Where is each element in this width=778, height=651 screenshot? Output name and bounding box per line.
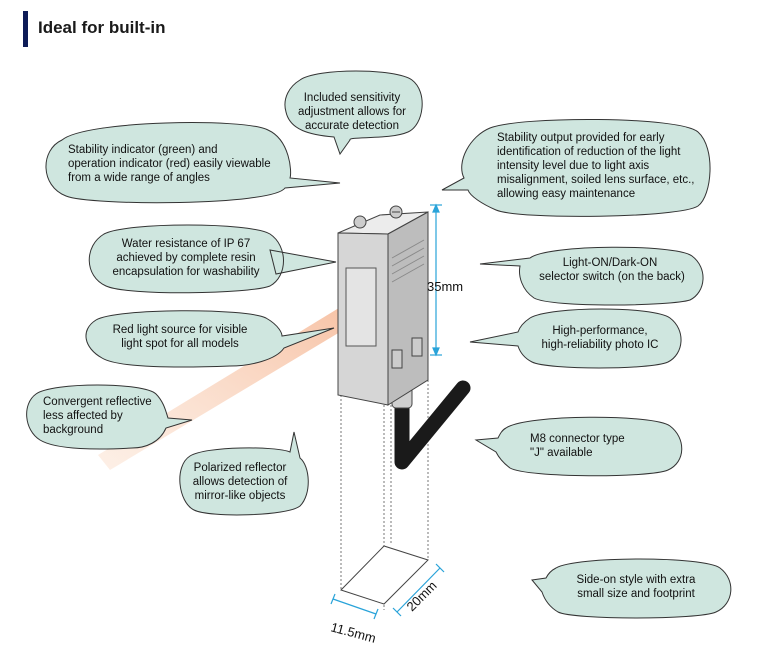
callout-water-resistance-line: achieved by complete resin — [116, 252, 255, 264]
callout-sensitivity-line: Included sensitivity — [304, 92, 401, 104]
callout-m8-connector-line: M8 connector type — [530, 433, 625, 445]
callout-convergent-line: background — [43, 424, 103, 436]
callout-side-on-line: small size and footprint — [577, 588, 695, 600]
callout-polarized: Polarized reflector allows detection of mi… — [179, 431, 309, 516]
svg-text:Stability indicator (green) an: Stability indicator (green) and operation… — [68, 144, 271, 184]
callout-sensitivity-line: accurate detection — [305, 120, 399, 132]
callout-m8-connector-line: "J" available — [530, 447, 593, 459]
callout-stability-indicator-line: from a wide range of angles — [68, 172, 210, 184]
callout-photo-ic-line: high-reliability photo IC — [542, 339, 659, 351]
width-label: 11.5mm — [329, 619, 377, 645]
callout-m8-connector: M8 connector type "J" available — [474, 416, 683, 477]
callout-water-resistance-line: encapsulation for washability — [112, 266, 259, 278]
callout-stability-indicator: Stability indicator (green) and operation… — [45, 122, 341, 204]
callout-selector-switch-line: selector switch (on the back) — [539, 271, 685, 283]
callout-selector-switch: Light-ON/Dark-ON selector switch (on the … — [479, 246, 704, 306]
svg-text:Stability output provided for: Stability output provided for early ident… — [497, 132, 695, 200]
sensor-body — [337, 205, 429, 406]
callout-convergent-line: Convergent reflective — [43, 396, 152, 408]
callout-side-on: Side-on style with extra small size and f… — [531, 558, 732, 619]
page-heading: Ideal for built-in — [38, 18, 166, 37]
callout-side-on-line: Side-on style with extra — [577, 574, 696, 586]
callout-stability-output-line: misalignment, soiled lens surface, etc., — [497, 174, 695, 186]
callout-sensitivity: Included sensitivity adjustment allows fo… — [284, 70, 423, 156]
callout-photo-ic: High-performance, high-reliability photo … — [469, 308, 682, 369]
callout-stability-indicator-line: Stability indicator (green) and — [68, 144, 218, 156]
svg-text:M8 connector type"J" available: M8 connector type "J" available — [530, 433, 625, 459]
projection-lines — [340, 380, 429, 610]
callout-polarized-line: mirror-like objects — [195, 490, 286, 502]
depth-label: 20mm — [404, 578, 440, 614]
callout-red-light: Red light source for visible light spot f… — [85, 310, 335, 368]
callout-stability-output-line: allowing easy maintenance — [497, 188, 635, 200]
callout-selector-switch-line: Light-ON/Dark-ON — [563, 257, 658, 269]
callout-photo-ic-line: High-performance, — [552, 325, 647, 337]
heading-accent-bar — [23, 11, 28, 47]
callout-sensitivity-line: adjustment allows for — [298, 106, 406, 118]
callout-stability-output-line: Stability output provided for early — [497, 132, 665, 144]
height-dimension — [430, 203, 442, 357]
callout-stability-indicator-line: operation indicator (red) easily viewabl… — [68, 158, 271, 170]
sensor-footprint — [340, 545, 429, 605]
callout-stability-output: Stability output provided for early ident… — [441, 118, 711, 217]
callout-stability-output-line: intensity level due to light axis — [497, 160, 649, 172]
callout-convergent: Convergent reflective less affected by bac… — [26, 384, 193, 450]
callout-polarized-line: Polarized reflector — [194, 462, 287, 474]
callout-water-resistance-line: Water resistance of IP 67 — [122, 238, 250, 250]
callout-convergent-line: less affected by — [43, 410, 123, 422]
callout-red-light-line: Red light source for visible — [113, 324, 248, 336]
height-label: 35mm — [427, 279, 463, 294]
width-dimension — [330, 593, 379, 620]
callout-polarized-line: allows detection of — [193, 476, 288, 488]
callout-stability-output-line: identification of reduction of the light — [497, 146, 681, 158]
depth-dimension — [392, 563, 445, 617]
callout-water-resistance: Water resistance of IP 67 achieved by com… — [88, 224, 337, 294]
callout-red-light-line: light spot for all models — [121, 338, 239, 350]
svg-text:High-performance,high-reliabil: High-performance, high-reliability photo … — [542, 325, 659, 351]
